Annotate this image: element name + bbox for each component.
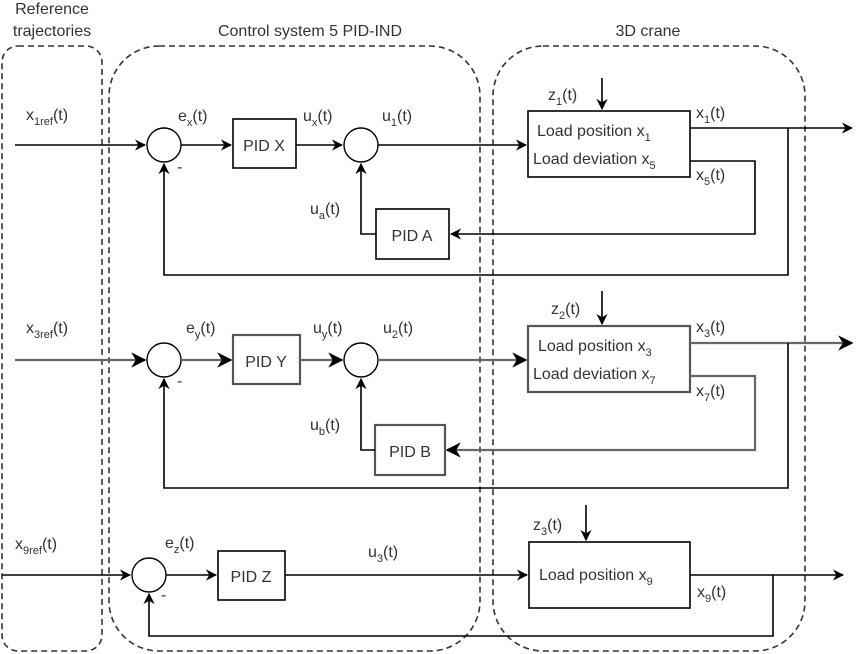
out-x1-label: x1(t) (696, 105, 725, 126)
ub-label: ub(t) (310, 417, 340, 438)
ref-x3-label: x3ref(t) (26, 320, 68, 341)
feedback-x1-line (158, 128, 789, 276)
error-ex-label: ex(t) (178, 108, 208, 129)
plant-1-line1: Load position x1 (537, 123, 651, 144)
summing-junction-2 (343, 342, 379, 378)
pid-x-block (232, 118, 297, 169)
error-ey-label: ey(t) (186, 320, 216, 341)
ref-x9-label: x9ref(t) (15, 536, 57, 557)
plant-1-line2: Load deviation x5 (533, 151, 656, 172)
out-x7-label: x7(t) (696, 383, 725, 404)
pid-y-block (231, 333, 302, 386)
crane-group-container (492, 45, 806, 652)
ua-arrow (355, 162, 376, 235)
ux-label: ux(t) (303, 108, 333, 129)
error-ez-label: ez(t) (165, 535, 195, 556)
disturbance-z2-label: z2(t) (551, 301, 580, 322)
plant-2-line2: Load deviation x7 (533, 366, 656, 387)
feedback-x5-line (449, 160, 756, 240)
pid-z-label: PID Z (231, 569, 272, 586)
plant-2-line1: Load position x3 (538, 338, 652, 359)
u2-label: u2(t) (383, 320, 413, 341)
feedback-x9-line (143, 575, 774, 637)
summing-junction-y (146, 342, 182, 378)
minus-sign: - (177, 373, 182, 390)
uy-label: uy(t) (313, 320, 343, 341)
plant-3-line1: Load position x9 (539, 567, 653, 588)
reference-group-title-line1: Reference (15, 1, 89, 18)
out-x5-label: x5(t) (696, 167, 725, 188)
pid-y-label: PID Y (245, 354, 287, 371)
minus-sign: - (161, 587, 166, 604)
crane-group-title: 3D crane (616, 23, 681, 40)
ub-arrow (355, 377, 375, 451)
summing-junction-x (146, 127, 182, 163)
u3-label: u3(t) (368, 544, 398, 565)
reference-group-title-line2: trajectories (13, 23, 91, 40)
ua-label: ua(t) (310, 201, 340, 222)
plant-block-1 (527, 110, 691, 178)
disturbance-z3-label: z3(t) (533, 517, 562, 538)
plant-block-2 (526, 324, 692, 394)
plant-block-3 (528, 541, 691, 609)
feedback-x3-line (158, 343, 789, 489)
feedback-x7-line (445, 374, 757, 458)
u1-label: u1(t) (382, 108, 412, 129)
row-x: x1ref(t) - ex(t) PID X ux(t) u1(t) z1(t)… (15, 78, 854, 276)
reference-group-container (1, 45, 103, 652)
pid-b-label: PID B (389, 444, 431, 461)
control-group-container (108, 45, 481, 652)
pid-a-label: PID A (392, 228, 433, 245)
row-y: x3ref(t) - ey(t) PID Y uy(t) u2(t) z2(t)… (15, 291, 854, 489)
summing-junction-1 (343, 127, 379, 163)
row-z: x9ref(t) - ez(t) PID Z u3(t) z3(t) Load … (2, 505, 845, 637)
disturbance-z1-label: z1(t) (548, 87, 577, 108)
out-x3-label: x3(t) (696, 319, 725, 340)
pid-x-label: PID X (243, 138, 285, 155)
ref-x1-label: x1ref(t) (26, 107, 68, 128)
out-x9-label: x9(t) (697, 584, 726, 605)
minus-sign: - (177, 159, 182, 176)
control-group-title: Control system 5 PID-IND (218, 23, 402, 40)
